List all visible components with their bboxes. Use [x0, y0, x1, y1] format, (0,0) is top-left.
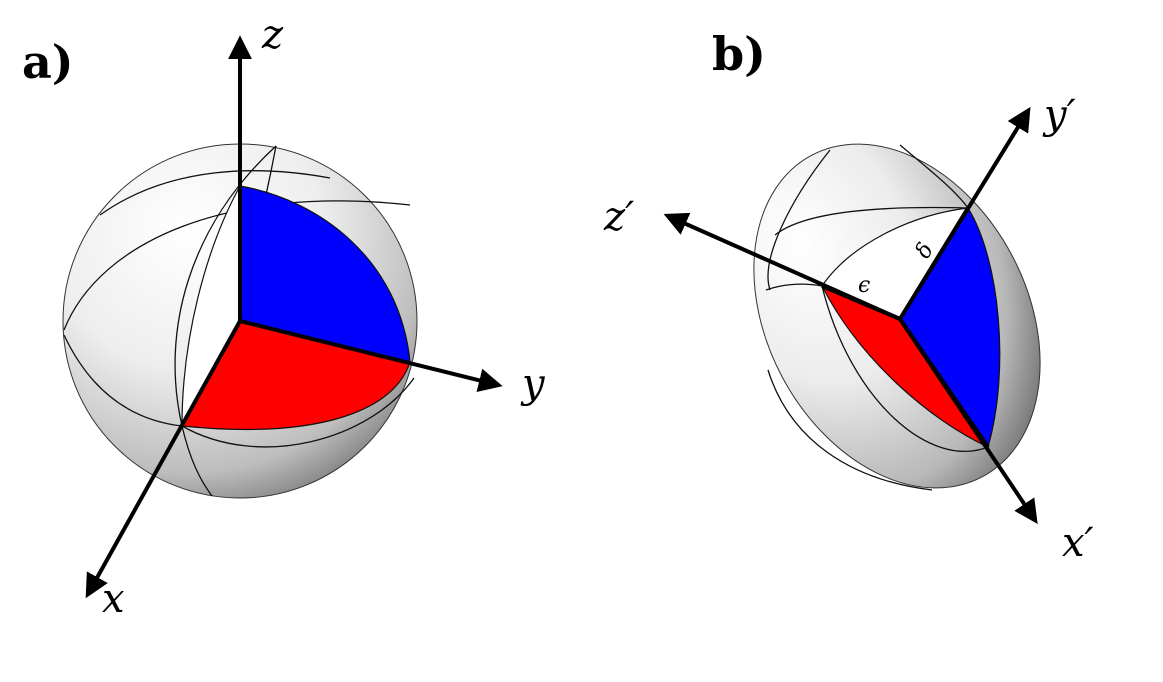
sphere-a-meridian-front — [174, 145, 277, 497]
axis-a-z-label: z — [261, 12, 284, 58]
panel-b: b) y′ x′ z′ δ ϵ — [603, 27, 1094, 566]
sphere-a-white-wedge — [181, 185, 241, 427]
ellipsoid-b-latitude-2 — [765, 283, 823, 291]
panel-a-label: a) — [22, 35, 74, 89]
axis-b-z — [663, 212, 901, 321]
ellipsoid-b-lower-arc — [821, 285, 989, 452]
angle-epsilon-label: ϵ — [858, 273, 870, 298]
panel-a: a) z y x — [22, 12, 546, 622]
ellipsoid-b-latitude-1 — [774, 206, 969, 236]
axis-b-y — [898, 106, 1031, 321]
octant-b-red-face — [820, 284, 990, 449]
ellipsoid-b-meridian-2 — [767, 369, 933, 491]
sphere-a-equator-front — [63, 334, 183, 427]
octant-a-blue-face — [239, 185, 411, 363]
sphere-a-latitude-back — [99, 170, 331, 216]
ellipsoid-b-meridian-1 — [767, 149, 831, 291]
axis-a-x — [85, 320, 242, 599]
axis-b-z-label: z′ — [603, 194, 634, 240]
ellipsoid-b-white-face — [821, 207, 970, 320]
sphere-a-equator-back — [63, 200, 411, 331]
axis-b-x-label: x′ — [1062, 520, 1094, 566]
panel-b-label: b) — [712, 27, 766, 81]
axis-b-x — [898, 317, 1038, 524]
sphere-a-lower-arc — [181, 377, 415, 448]
octant-a-red-face — [181, 320, 411, 431]
octant-b-blue-face — [899, 206, 1001, 449]
axis-a-y-label: y — [520, 361, 546, 407]
axis-a-y — [239, 319, 503, 393]
ellipsoid-b-back-arc — [899, 144, 969, 209]
axis-a-x-label: x — [102, 576, 125, 622]
axis-b-y-label: y′ — [1042, 92, 1076, 138]
